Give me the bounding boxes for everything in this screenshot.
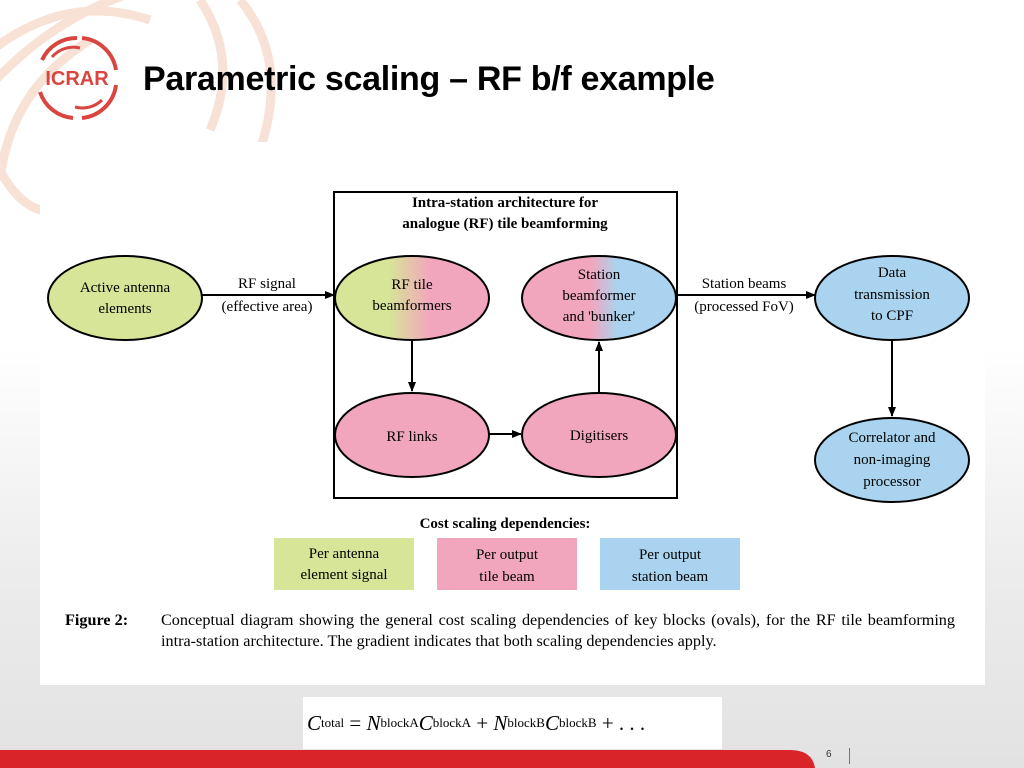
label-rf-tile-1: RF tile bbox=[391, 277, 433, 293]
figure-panel: Intra-station architecture for analogue … bbox=[40, 142, 985, 685]
formula-cb-sub: blockB bbox=[559, 715, 597, 730]
legend-tile-2: tile beam bbox=[479, 569, 535, 585]
box-title-line1: Intra-station architecture for bbox=[412, 195, 598, 211]
legend-box-antenna bbox=[274, 538, 414, 590]
legend-tile-1: Per output bbox=[476, 547, 539, 563]
node-active-antenna bbox=[47, 255, 203, 341]
formula-tail: + . . . bbox=[601, 710, 646, 735]
legend-box-station-beam bbox=[600, 538, 740, 590]
label-data-3: to CPF bbox=[871, 308, 913, 324]
edge-rf-signal-2: (effective area) bbox=[222, 299, 313, 315]
legend-station-2: station beam bbox=[632, 569, 709, 585]
architecture-diagram: Intra-station architecture for analogue … bbox=[47, 191, 970, 590]
figure-caption: Figure 2: Conceptual diagram showing the… bbox=[65, 610, 955, 652]
label-correlator-2: non-imaging bbox=[854, 452, 931, 468]
formula-ca-sub: blockA bbox=[432, 715, 472, 730]
legend-antenna-1: Per antenna bbox=[309, 546, 380, 562]
edge-rf-signal-1: RF signal bbox=[238, 276, 296, 292]
label-active-antenna-1: Active antenna bbox=[80, 280, 171, 296]
legend-box-tile-beam bbox=[437, 538, 577, 590]
label-data-1: Data bbox=[878, 265, 907, 281]
label-data-2: transmission bbox=[854, 287, 930, 303]
legend-antenna-2: element signal bbox=[300, 567, 387, 583]
node-correlator bbox=[814, 417, 970, 503]
label-rf-links: RF links bbox=[386, 429, 437, 445]
label-active-antenna-2: elements bbox=[98, 301, 151, 317]
slide-title: Parametric scaling – RF b/f example bbox=[143, 60, 715, 98]
slide-number-separator bbox=[849, 748, 850, 764]
legend-station-1: Per output bbox=[639, 547, 702, 563]
formula-ctotal-sub: total bbox=[321, 715, 345, 730]
figure-caption-text: Conceptual diagram showing the general c… bbox=[161, 611, 955, 650]
edge-station-beams-1: Station beams bbox=[702, 276, 787, 292]
icrar-logo: ICRAR bbox=[38, 35, 118, 120]
label-digitisers: Digitisers bbox=[570, 428, 628, 444]
intra-station-box bbox=[333, 191, 678, 499]
figure-label: Figure 2: bbox=[65, 611, 129, 629]
formula-na-sub: blockA bbox=[380, 715, 419, 730]
label-correlator-1: Correlator and bbox=[848, 430, 936, 446]
label-station-3: and 'bunker' bbox=[563, 309, 636, 325]
bottom-accent-bar bbox=[0, 750, 815, 768]
legend-title: Cost scaling dependencies: bbox=[420, 516, 591, 532]
label-rf-tile-2: beamformers bbox=[372, 298, 451, 314]
edge-station-beams-2: (processed FoV) bbox=[694, 299, 794, 315]
slide-number: 6 bbox=[826, 749, 832, 760]
label-correlator-3: processor bbox=[863, 474, 920, 490]
box-title-line2: analogue (RF) tile beamforming bbox=[402, 216, 608, 232]
formula-nb-sub: blockB bbox=[507, 715, 545, 730]
logo-text: ICRAR bbox=[45, 68, 109, 90]
label-station-1: Station bbox=[578, 267, 621, 283]
node-station-beamformer bbox=[521, 255, 677, 341]
label-station-2: beamformer bbox=[562, 288, 635, 304]
